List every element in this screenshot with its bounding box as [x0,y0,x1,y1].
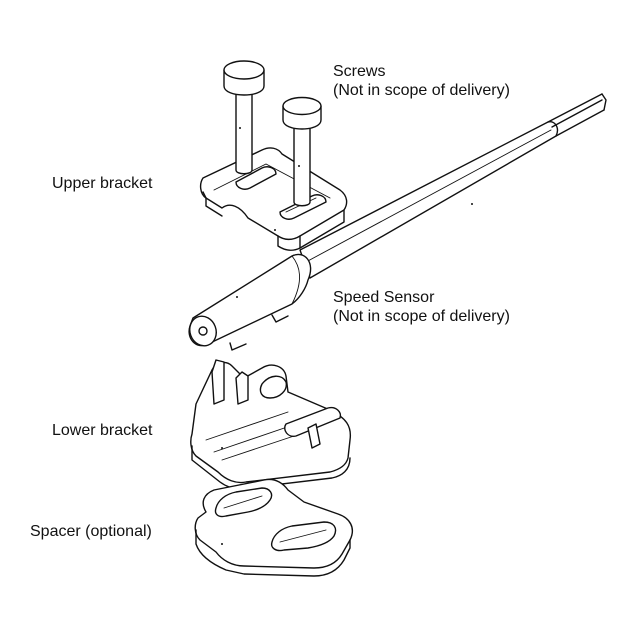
lower-bracket-label: Lower bracket [52,422,153,439]
speed-sensor [188,253,312,351]
sensor-cable [299,93,607,279]
upper-bracket-label: Upper bracket [52,175,153,192]
screw-right [282,96,322,207]
screw-left [223,60,265,175]
upper-bracket [199,147,348,251]
screws-label-note: (Not in scope of delivery) [333,82,510,99]
speed-sensor-label-note: (Not in scope of delivery) [333,308,510,325]
speed-sensor-label: Speed Sensor (Not in scope of delivery) [333,288,510,326]
screws-label: Screws (Not in scope of delivery) [333,62,510,100]
spacer-label: Spacer (optional) [30,523,152,540]
speed-sensor-label-title: Speed Sensor [333,289,435,306]
screws-label-title: Screws [333,63,386,80]
spacer [194,478,354,577]
lower-bracket [190,359,352,490]
